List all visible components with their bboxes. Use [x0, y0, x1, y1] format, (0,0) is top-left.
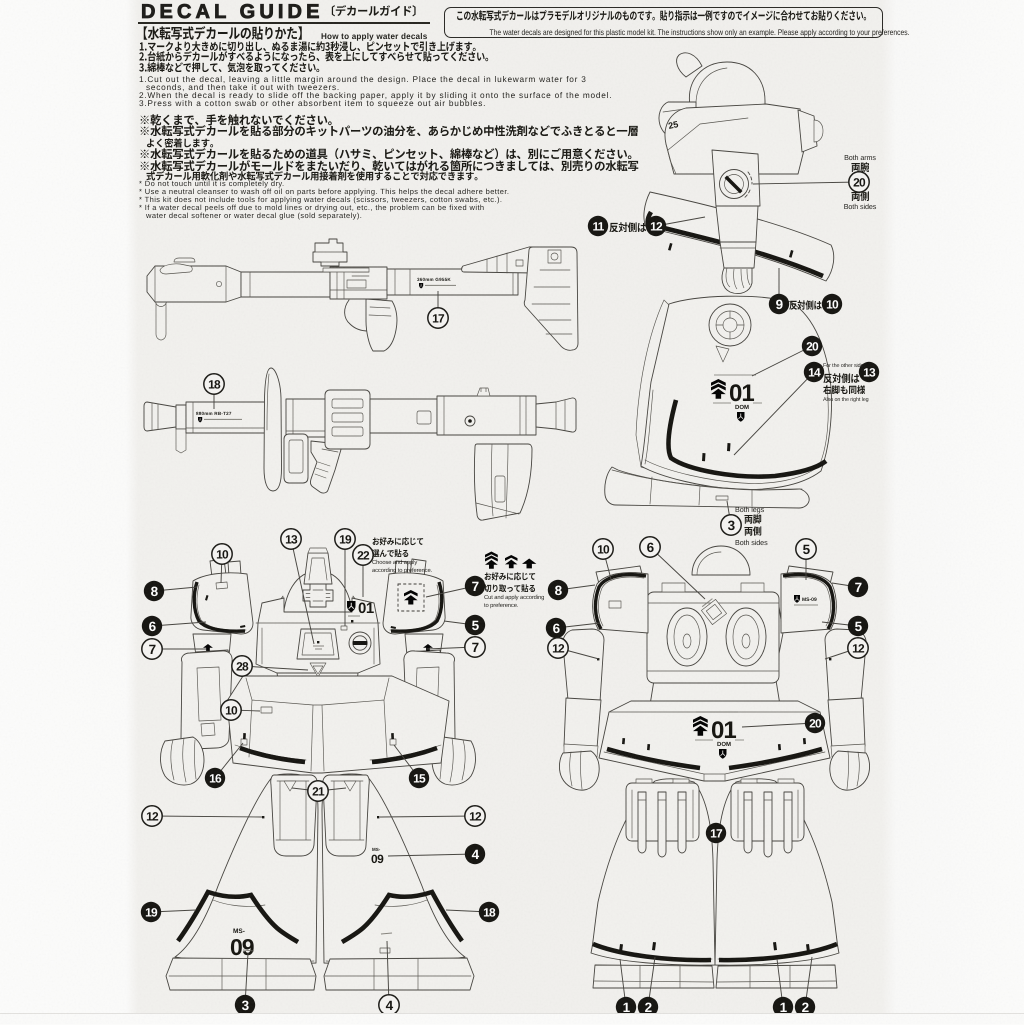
svg-text:7: 7: [472, 640, 479, 655]
chevron-emblem-medium-icon: [505, 555, 518, 569]
chest-small-decal: [340, 625, 348, 631]
svg-text:09: 09: [371, 852, 384, 866]
svg-text:10: 10: [225, 704, 238, 718]
both-arms-en: Both arms: [844, 153, 876, 162]
svg-text:19: 19: [145, 906, 158, 920]
svg-text:20: 20: [809, 717, 822, 731]
svg-text:12: 12: [146, 810, 159, 824]
svg-text:13: 13: [863, 366, 876, 380]
giant-bazooka-drawing: 360mm G955K: [146, 238, 579, 352]
svg-text:28: 28: [236, 660, 249, 674]
callout-16: 16: [204, 742, 244, 789]
both-legs-en: Both legs: [735, 505, 765, 514]
skirt-decal: [260, 706, 273, 714]
both-legs-ja1: [744, 514, 762, 524]
callout-17: 17: [705, 822, 727, 844]
other-side-en2: Also on the right leg: [823, 396, 869, 403]
svg-text:21: 21: [312, 785, 325, 799]
svg-text:12: 12: [650, 220, 663, 234]
left-shoulder-decal: [215, 581, 228, 590]
choose-en2: according to preference.: [372, 567, 433, 574]
callout-18: 18: [445, 901, 500, 923]
svg-text:DOM: DOM: [735, 404, 749, 411]
callout-12: 12: [379, 805, 486, 827]
svg-text:17: 17: [710, 827, 723, 841]
svg-text:10: 10: [597, 543, 610, 557]
svg-text:12: 12: [469, 810, 482, 824]
choose-ja2: [372, 548, 409, 558]
svg-text:09: 09: [230, 934, 254, 960]
callout-8: 8: [143, 580, 198, 602]
chevron-emblem-large-icon: [485, 551, 498, 569]
choose-ja1: [372, 537, 424, 546]
scan-bottom-margin: [0, 1013, 1024, 1025]
svg-text:DOM: DOM: [717, 741, 731, 748]
svg-text:7: 7: [149, 642, 156, 657]
back-left-shoulder-decal: [608, 600, 622, 609]
svg-text:19: 19: [339, 533, 352, 547]
choose-en1: Choose and apply: [372, 560, 418, 566]
callout-11: 11: [587, 215, 609, 237]
svg-text:15: 15: [413, 772, 426, 786]
callout-9: 9: [768, 268, 790, 315]
svg-text:20: 20: [853, 176, 866, 190]
svg-text:01: 01: [729, 380, 754, 407]
svg-text:7: 7: [855, 580, 862, 595]
svg-text:11: 11: [592, 220, 604, 234]
callout-19: 19: [140, 901, 197, 923]
svg-text:360mm G955K: 360mm G955K: [417, 277, 451, 282]
svg-text:14: 14: [808, 366, 821, 380]
svg-text:22: 22: [357, 549, 370, 563]
dom-back-view-drawing: MS-09 01: [559, 545, 870, 989]
svg-text:18: 18: [483, 906, 496, 920]
callout-7: 7: [831, 576, 869, 598]
svg-text:880mm RB-T27: 880mm RB-T27: [196, 411, 232, 416]
svg-text:9: 9: [776, 297, 783, 312]
cut-ja1: [484, 572, 536, 581]
callout-12: 12: [141, 805, 263, 827]
cut-ja2: [484, 583, 536, 593]
both-sides-en: Both sides: [843, 201, 877, 211]
callout-5: 5: [443, 614, 486, 636]
svg-text:20: 20: [806, 340, 819, 354]
other-side-ja2: [823, 384, 866, 395]
svg-text:17: 17: [432, 312, 445, 326]
opposite-side-label-2: [789, 299, 822, 310]
callout-10: 10: [821, 293, 843, 315]
both-legs-en2: Both sides: [735, 537, 768, 547]
callout-8: 8: [547, 579, 596, 601]
callout-20: 20: [752, 171, 870, 193]
opposite-side-label-1: [609, 221, 647, 233]
both-arms-ja: [834, 162, 886, 173]
cut-en1: Cut and apply according: [484, 595, 545, 601]
cut-note-emblems: [485, 551, 537, 569]
dom-side-view-drawing: 25: [604, 52, 835, 509]
dom-front-view-drawing: 01: [160, 547, 476, 991]
chevron-emblem-small-icon: [522, 558, 537, 569]
svg-text:16: 16: [209, 772, 222, 786]
svg-text:01: 01: [711, 717, 736, 744]
svg-text:10: 10: [826, 298, 839, 312]
both-legs-ja2: [744, 526, 762, 536]
svg-text:12: 12: [852, 642, 865, 656]
svg-text:18: 18: [208, 378, 221, 392]
svg-text:10: 10: [216, 548, 229, 562]
other-side-en1: For the other side,: [823, 363, 865, 369]
svg-text:13: 13: [285, 533, 298, 547]
svg-text:12: 12: [552, 642, 565, 656]
svg-text:7: 7: [472, 579, 479, 594]
callout-22: 22: [352, 544, 374, 597]
head-number-decal: 25: [667, 119, 679, 131]
svg-text:01: 01: [358, 600, 374, 617]
other-side-ja1: [823, 372, 860, 384]
both-sides-ja: [834, 191, 886, 202]
callout-17: 17: [427, 291, 449, 329]
svg-text:MS-09: MS-09: [802, 597, 817, 603]
cut-en2: to preference.: [484, 602, 519, 609]
